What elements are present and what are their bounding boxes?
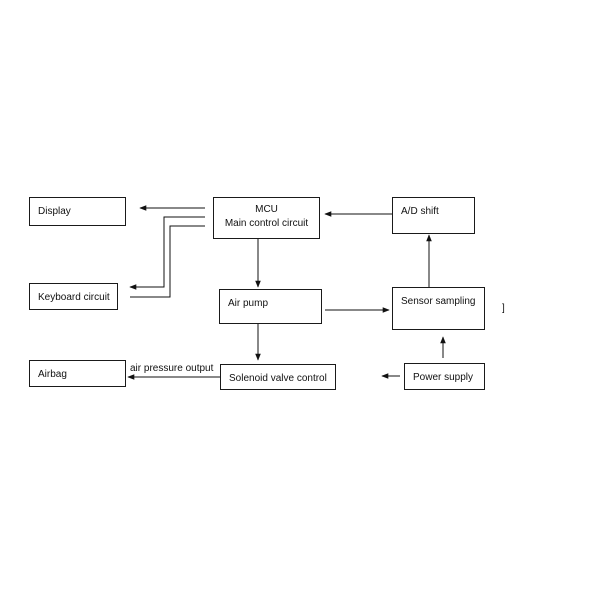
mcu-title: MCU: [255, 204, 278, 215]
keyboard-circuit-box: Keyboard circuit: [29, 283, 118, 310]
stray-bracket-mark: ]: [502, 303, 505, 314]
solenoid-valve-label: Solenoid valve control: [229, 373, 327, 384]
airbag-box: Airbag: [29, 360, 126, 387]
solenoid-valve-box: Solenoid valve control: [220, 364, 336, 390]
air-pump-label: Air pump: [228, 298, 269, 309]
display-label: Display: [38, 206, 71, 217]
mcu-subtitle: Main control circuit: [224, 218, 309, 229]
air-pressure-output-label: air pressure output: [130, 363, 214, 374]
arrow-mcu-to-keyboard-1: [129, 216, 205, 290]
power-supply-box: Power supply: [404, 363, 485, 390]
air-pump-box: Air pump: [219, 289, 322, 324]
ad-shift-box: A/D shift: [392, 197, 475, 234]
sensor-sampling-box: Sensor sampling: [392, 287, 485, 330]
sensor-sampling-label: Sensor sampling: [401, 296, 476, 307]
power-supply-label: Power supply: [413, 372, 474, 383]
ad-shift-label: A/D shift: [401, 206, 439, 217]
line-keyboard-to-mcu-2: [130, 225, 205, 298]
keyboard-circuit-label: Keyboard circuit: [38, 292, 110, 303]
airbag-label: Airbag: [38, 369, 67, 380]
mcu-box: MCU Main control circuit: [213, 197, 320, 239]
display-box: Display: [29, 197, 126, 226]
